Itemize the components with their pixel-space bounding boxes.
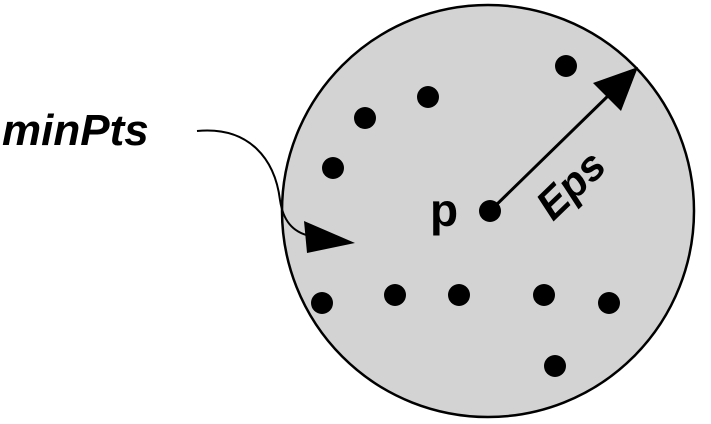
data-point bbox=[417, 86, 439, 108]
min-pts-arrow-head bbox=[304, 221, 355, 253]
min-pts-label: minPts bbox=[2, 106, 149, 155]
center-point-label: p bbox=[430, 184, 458, 236]
data-point bbox=[555, 55, 577, 77]
neighbor-points bbox=[311, 55, 620, 377]
curved-arrow-icon bbox=[196, 129, 355, 253]
data-point bbox=[448, 284, 470, 306]
data-point bbox=[544, 355, 566, 377]
min-pts-arrow-curve bbox=[196, 129, 311, 237]
data-point bbox=[322, 157, 344, 179]
arrow-icon bbox=[488, 67, 638, 213]
data-point bbox=[598, 292, 620, 314]
data-point bbox=[311, 292, 333, 314]
data-point bbox=[384, 284, 406, 306]
data-point bbox=[533, 284, 555, 306]
radius-arrow-head bbox=[593, 67, 638, 111]
radius-arrow-shaft bbox=[488, 90, 614, 213]
data-point bbox=[354, 107, 376, 129]
